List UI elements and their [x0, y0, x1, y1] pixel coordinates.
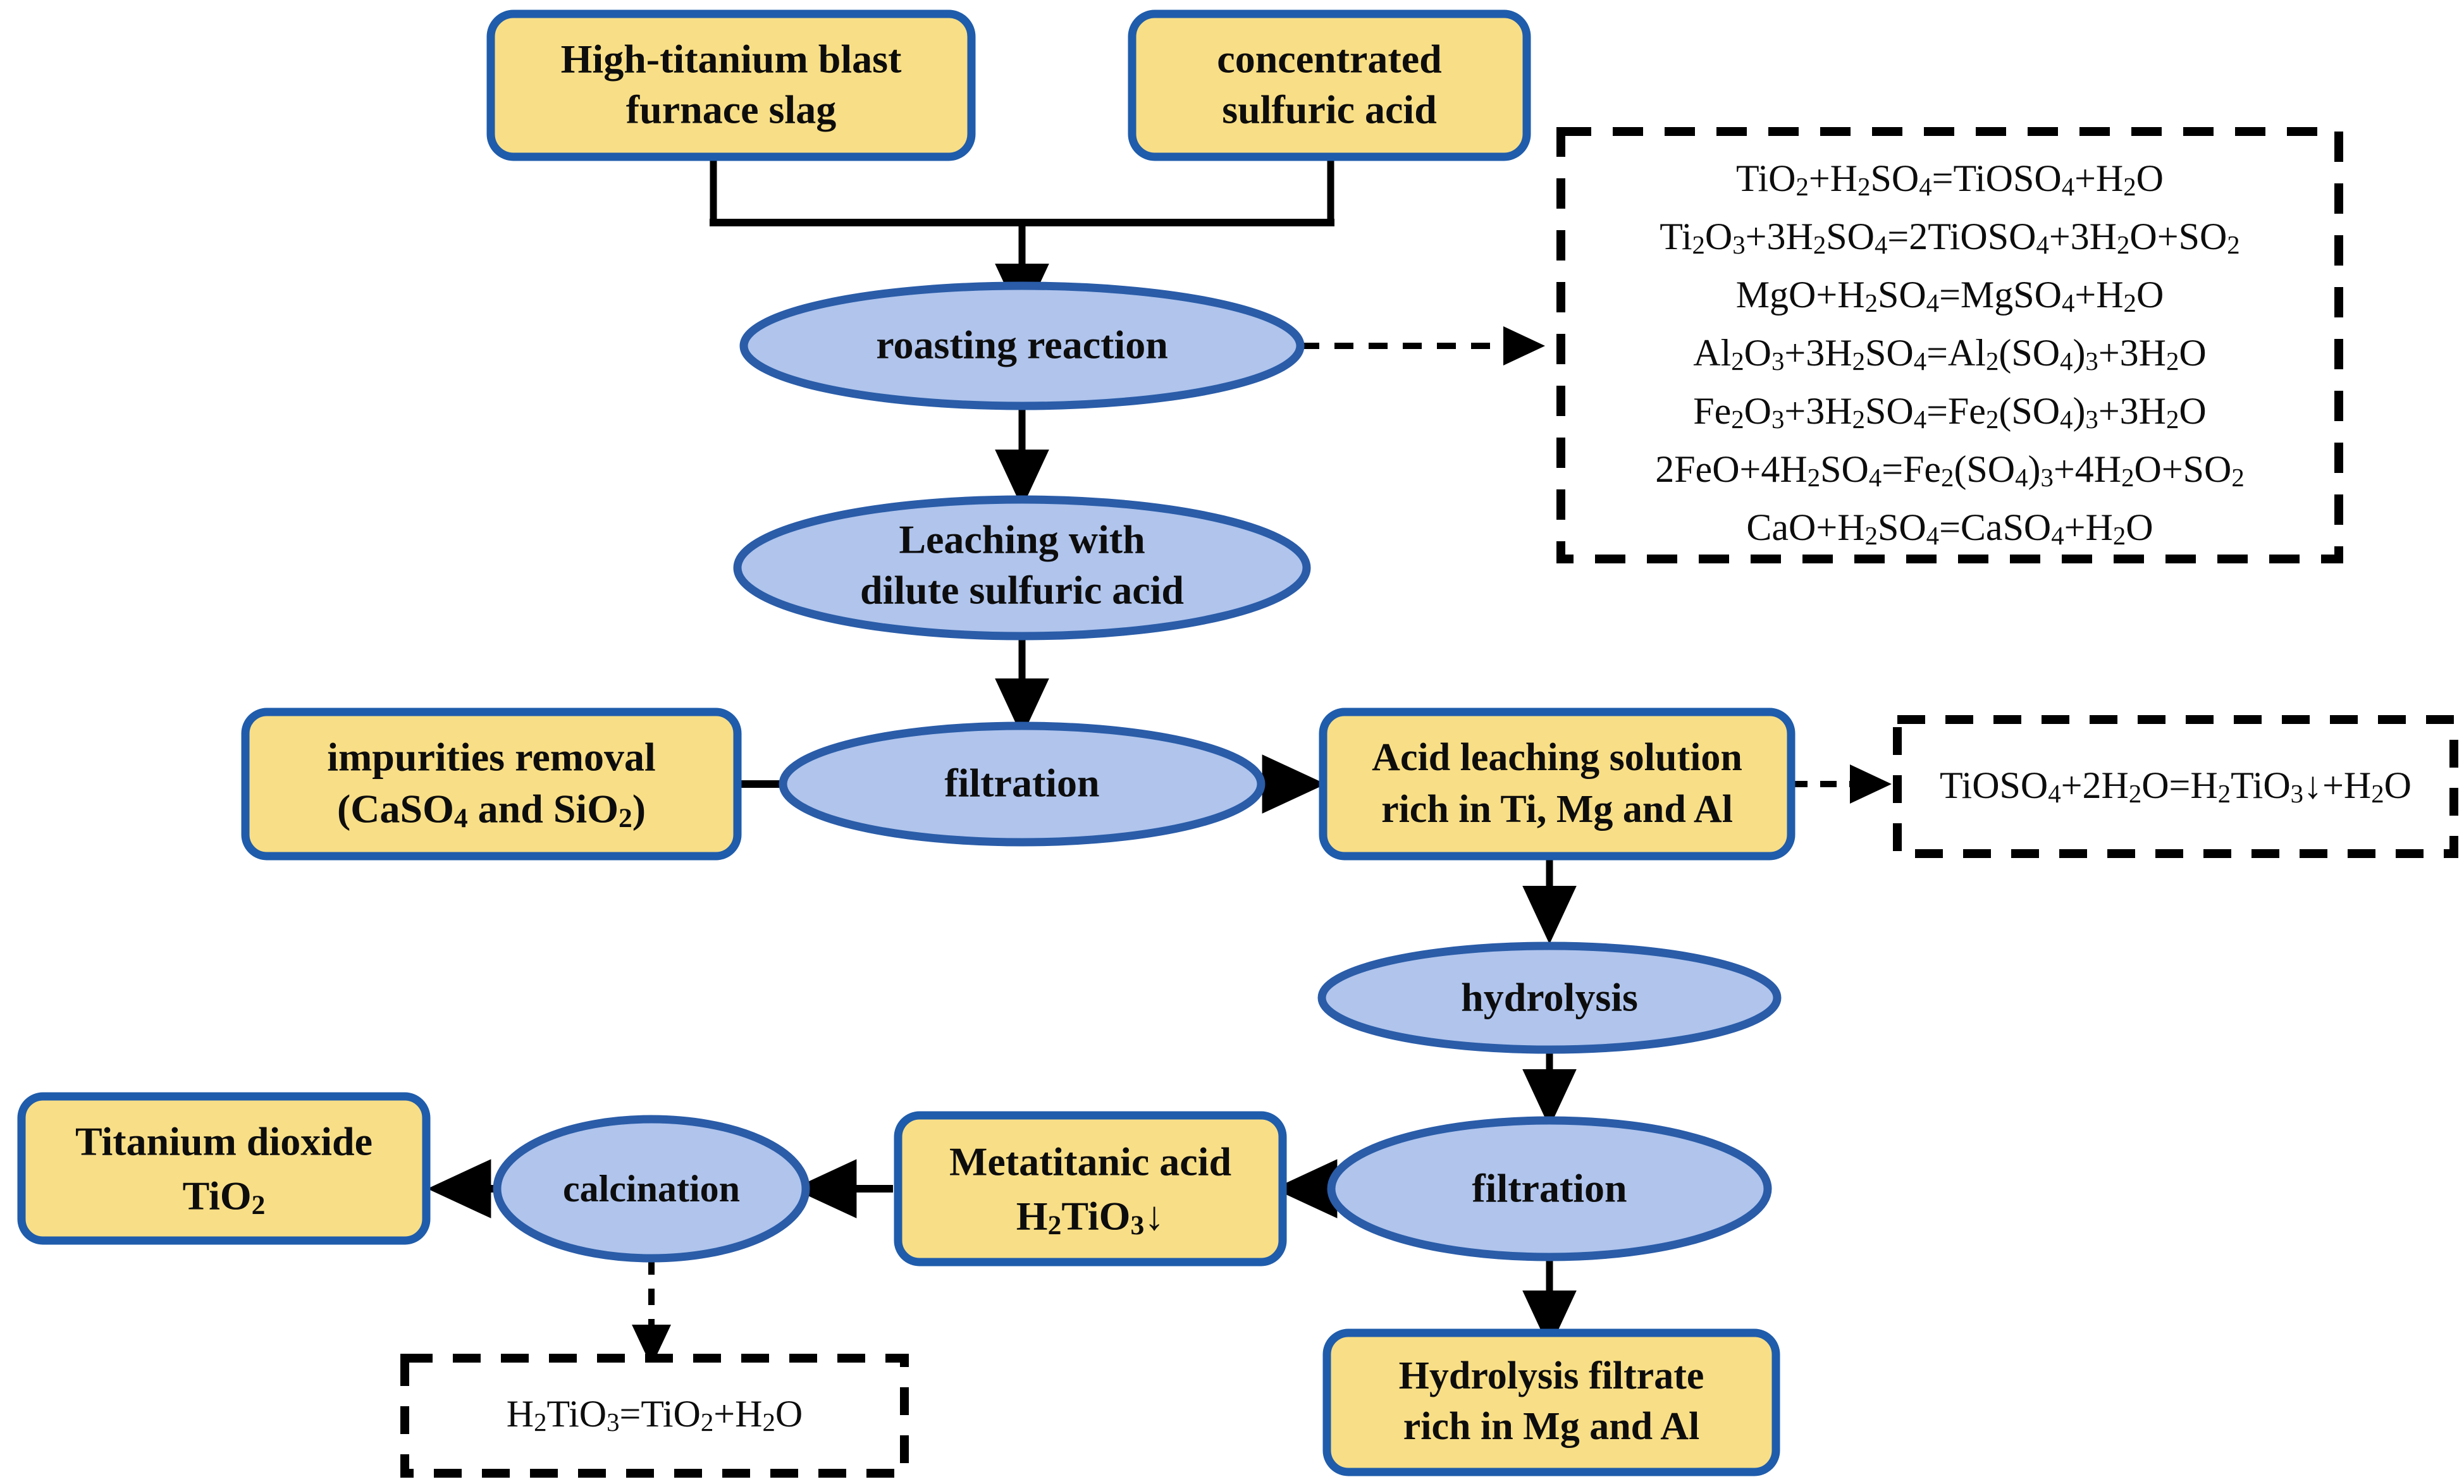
node-slag-line1: High-titanium blast	[561, 37, 902, 82]
node-impurities-line1: impurities removal	[327, 735, 656, 780]
node-filtration-2[interactable]: filtration	[1327, 1116, 1772, 1261]
node-slag-line2: furnace slag	[626, 87, 836, 132]
equation-line-2: Ti2O3+3H2SO4=2TiOSO4+3H2O+SO2	[1660, 216, 2239, 259]
equation-line-5: Fe2O3+3H2SO4=Fe2(SO4)3+3H2O	[1693, 390, 2207, 434]
equation-box-calcination: H2TiO3=TiO2+H2O	[400, 1354, 909, 1478]
equation-box-roasting: TiO2+H2SO4=TiOSO4+H2O Ti2O3+3H2SO4=2TiOS…	[1556, 127, 2343, 563]
node-filtration-1[interactable]: filtration	[779, 721, 1266, 847]
node-impurities-removal[interactable]: impurities removal (CaSO4 and SiO2)	[241, 708, 742, 861]
node-concentrated-sulfuric-acid[interactable]: concentrated sulfuric acid	[1128, 9, 1531, 161]
node-leaching-line2: dilute sulfuric acid	[860, 568, 1184, 613]
node-hydrolysis-filtrate[interactable]: Hydrolysis filtrate rich in Mg and Al	[1322, 1328, 1780, 1476]
node-hydrolysis-label: hydrolysis	[1461, 975, 1638, 1020]
node-metatitanic-line1: Metatitanic acid	[949, 1139, 1231, 1184]
node-filtration2-label: filtration	[1472, 1166, 1627, 1211]
node-hydrolysis[interactable]: hydrolysis	[1317, 941, 1782, 1054]
node-filtrate-line2: rich in Mg and Al	[1403, 1405, 1700, 1448]
node-titanium-dioxide[interactable]: Titanium dioxide TiO2	[17, 1092, 431, 1245]
node-tio2-line1: Titanium dioxide	[75, 1119, 373, 1164]
hydrolysis-equation-line: TiOSO4+2H2O=H2TiO3↓+H2O	[1940, 764, 2412, 808]
node-metatitanic-acid[interactable]: Metatitanic acid H2TiO3↓	[894, 1111, 1287, 1266]
equation-line-3: MgO+H2SO4=MgSO4+H2O	[1736, 274, 2164, 317]
node-filtrate-line1: Hydrolysis filtrate	[1399, 1354, 1704, 1397]
equation-line-7: CaO+H2SO4=CaSO4+H2O	[1746, 506, 2153, 550]
connectors	[427, 157, 1892, 1366]
node-tio2-line2: TiO2	[183, 1174, 266, 1221]
node-roasting-label: roasting reaction	[876, 322, 1168, 367]
node-leaching[interactable]: Leaching with dilute sulfuric acid	[733, 495, 1311, 641]
node-leaching-line1: Leaching with	[899, 517, 1145, 562]
equation-line-4: Al2O3+3H2SO4=Al2(SO4)3+3H2O	[1693, 332, 2207, 376]
node-impurities-line2: (CaSO4 and SiO2)	[337, 787, 646, 834]
node-roasting-reaction[interactable]: roasting reaction	[739, 281, 1305, 410]
node-filtration1-label: filtration	[944, 761, 1099, 806]
node-solution-line1: Acid leaching solution	[1372, 736, 1742, 779]
equation-box-hydrolysis: TiOSO4+2H2O=H2TiO3↓+H2O	[1893, 715, 2458, 858]
node-acid-line1: concentrated	[1217, 37, 1441, 82]
node-calcination-label: calcination	[563, 1168, 740, 1210]
calcination-equation-line: H2TiO3=TiO2+H2O	[507, 1393, 803, 1437]
node-acid-leaching-solution[interactable]: Acid leaching solution rich in Ti, Mg an…	[1319, 708, 1796, 861]
node-acid-line2: sulfuric acid	[1222, 87, 1437, 132]
node-solution-line2: rich in Ti, Mg and Al	[1381, 788, 1733, 831]
node-slag[interactable]: High-titanium blast furnace slag	[486, 9, 976, 161]
node-calcination[interactable]: calcination	[493, 1115, 810, 1263]
